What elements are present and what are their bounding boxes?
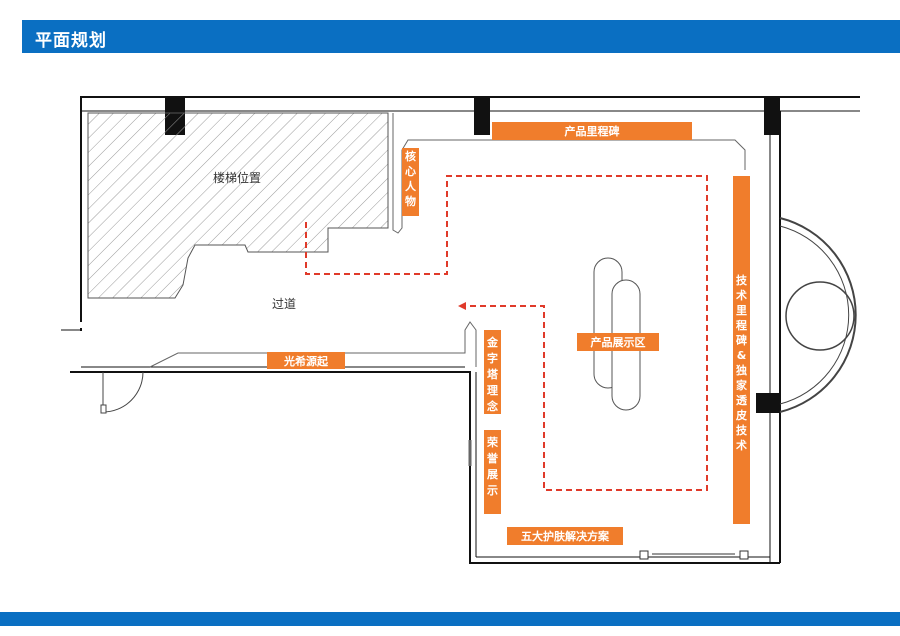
svg-text:产品展示区: 产品展示区	[591, 335, 646, 349]
route-arrow	[458, 302, 466, 310]
stair-area	[87, 112, 389, 299]
page-title: 平面规划	[35, 31, 107, 51]
label-milestone: 产品里程碑	[492, 122, 692, 140]
label-display-area: 产品展示区	[577, 333, 659, 351]
svg-text:光希源起: 光希源起	[283, 354, 329, 368]
visitor-route	[305, 175, 708, 491]
walls	[61, 96, 860, 564]
label-pyramid: 金字塔理念	[484, 330, 501, 414]
label-tech-milestone: 技术里程碑&独家透皮技术	[733, 176, 750, 524]
svg-text:核心人物: 核心人物	[405, 149, 417, 208]
bottom-fixtures	[639, 550, 749, 560]
door	[100, 371, 144, 414]
round-bay	[779, 217, 857, 413]
svg-text:技术里程碑&独家透皮技术: 技术里程碑&独家透皮技术	[735, 273, 748, 452]
svg-text:产品里程碑: 产品里程碑	[565, 124, 620, 138]
corridor-partition	[149, 321, 477, 368]
label-core-people: 核心人物	[402, 148, 419, 216]
svg-text:五大护肤解决方案: 五大护肤解决方案	[521, 529, 610, 543]
stair-label: 楼梯位置	[213, 170, 261, 185]
svg-text:金字塔理念: 金字塔理念	[486, 335, 499, 413]
label-solutions: 五大护肤解决方案	[507, 527, 623, 545]
label-origin: 光希源起	[267, 352, 345, 369]
svg-text:荣誉展示: 荣誉展示	[486, 435, 499, 497]
label-honor: 荣誉展示	[484, 430, 501, 514]
corridor-label: 过道	[272, 297, 296, 311]
footer-bar	[0, 612, 900, 626]
header-bar: 平面规划	[22, 20, 900, 53]
